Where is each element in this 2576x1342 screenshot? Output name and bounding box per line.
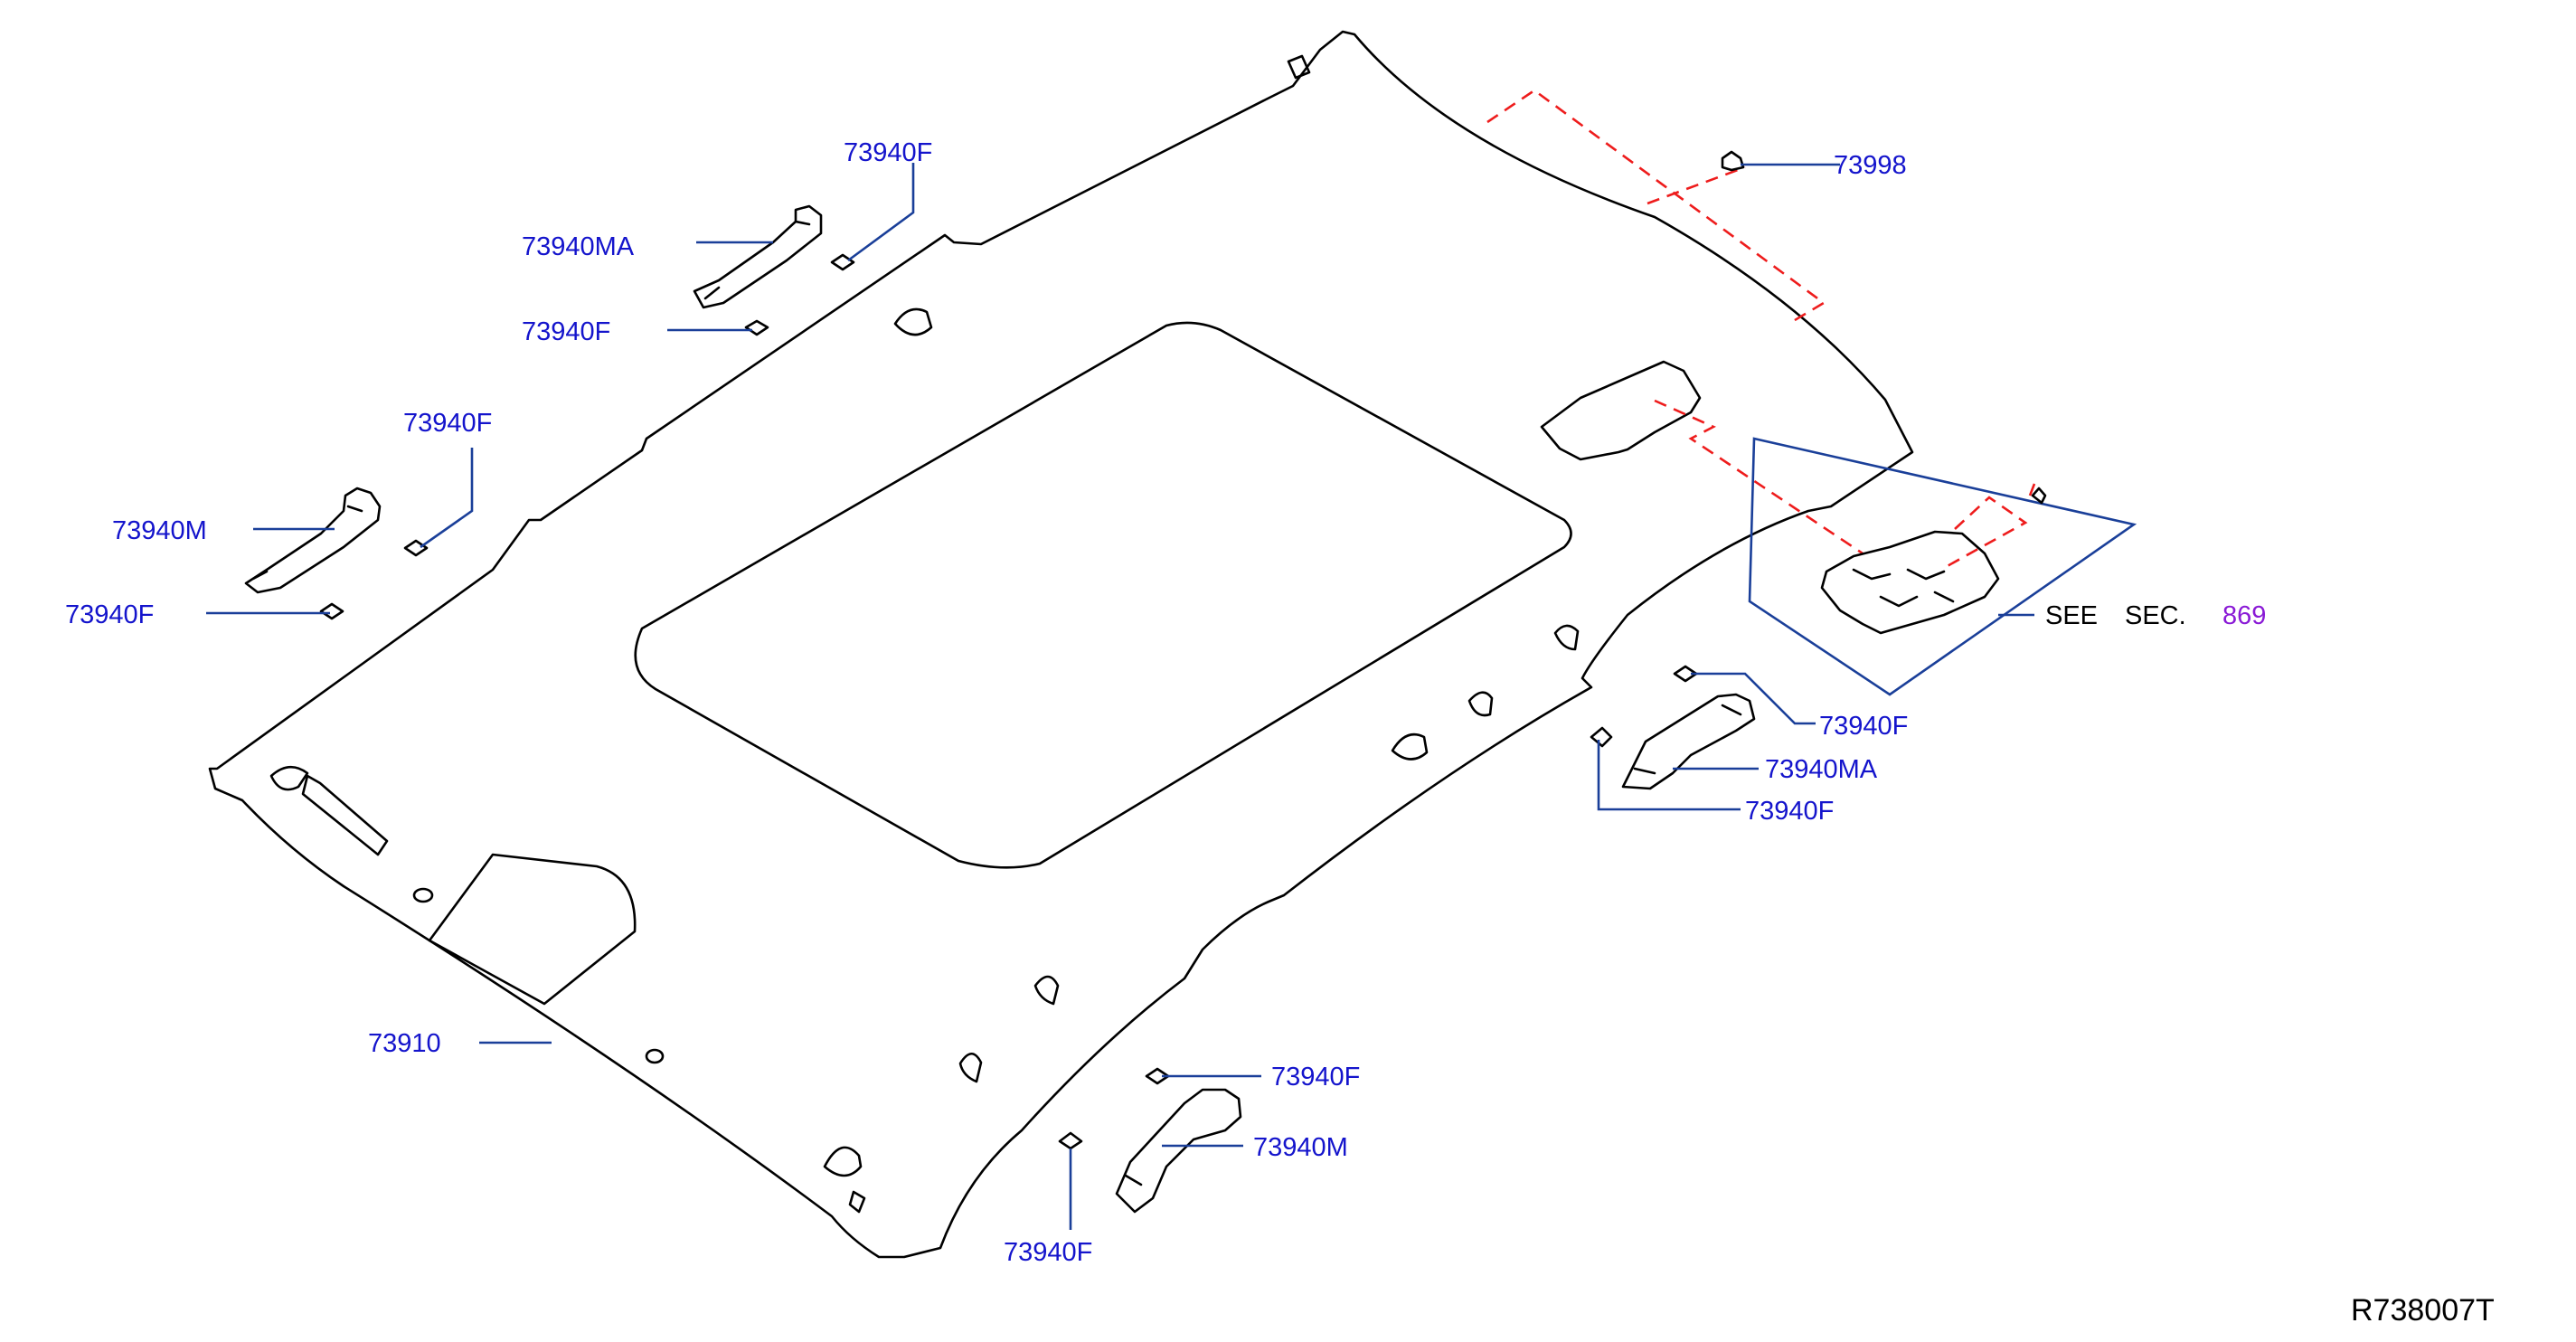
part-labels: 73998 73940F 73940MA 73940F 73940F 73940… (65, 138, 1908, 1267)
section-number-link[interactable]: 869 (2222, 601, 2266, 630)
clip-icon (1058, 1131, 1083, 1150)
clip-icon (319, 602, 344, 620)
assist-grip-left-icon (244, 487, 382, 594)
part-label-73940ma: 73940MA (1765, 755, 1878, 784)
reference-code: R738007T (2351, 1293, 2495, 1328)
part-label-73940f: 73940F (1271, 1063, 1360, 1092)
part-label-73940f: 73940F (1745, 797, 1834, 826)
see-text: SEE (2045, 601, 2098, 630)
see-section-box (1748, 437, 2137, 696)
part-label-73998: 73998 (1834, 151, 1907, 180)
part-label-73940m: 73940M (1253, 1133, 1348, 1162)
part-label-73940f: 73940F (65, 600, 154, 629)
part-label-73940f: 73940F (522, 317, 610, 346)
assist-grip-upper-left-icon (693, 204, 823, 309)
part-label-73940m: 73940M (112, 516, 207, 545)
part-label-73940f: 73940F (1819, 712, 1908, 741)
part-label-73940f: 73940F (403, 409, 492, 438)
clip-icon (403, 539, 429, 557)
clip-icon (744, 319, 769, 336)
clip-73998-icon (1721, 150, 1745, 172)
part-label-73940f: 73940F (1004, 1238, 1092, 1267)
clip-icon (1590, 726, 1613, 748)
headlining-panel (208, 30, 1914, 1259)
sec-text: SEC. (2125, 601, 2186, 630)
dashed-guide-lines (1486, 89, 2036, 570)
clip-icon (830, 253, 855, 271)
assist-grip-bottom-icon (1115, 1088, 1242, 1214)
part-label-73910: 73910 (368, 1029, 441, 1058)
see-section-reference: SEE SEC. 869 (2045, 601, 2266, 630)
leader-lines (206, 163, 2034, 1230)
lamp-clip-icon (2031, 487, 2047, 505)
assist-grip-right-icon (1621, 693, 1756, 790)
part-label-73940f: 73940F (844, 138, 932, 167)
part-label-73940ma: 73940MA (522, 232, 635, 261)
